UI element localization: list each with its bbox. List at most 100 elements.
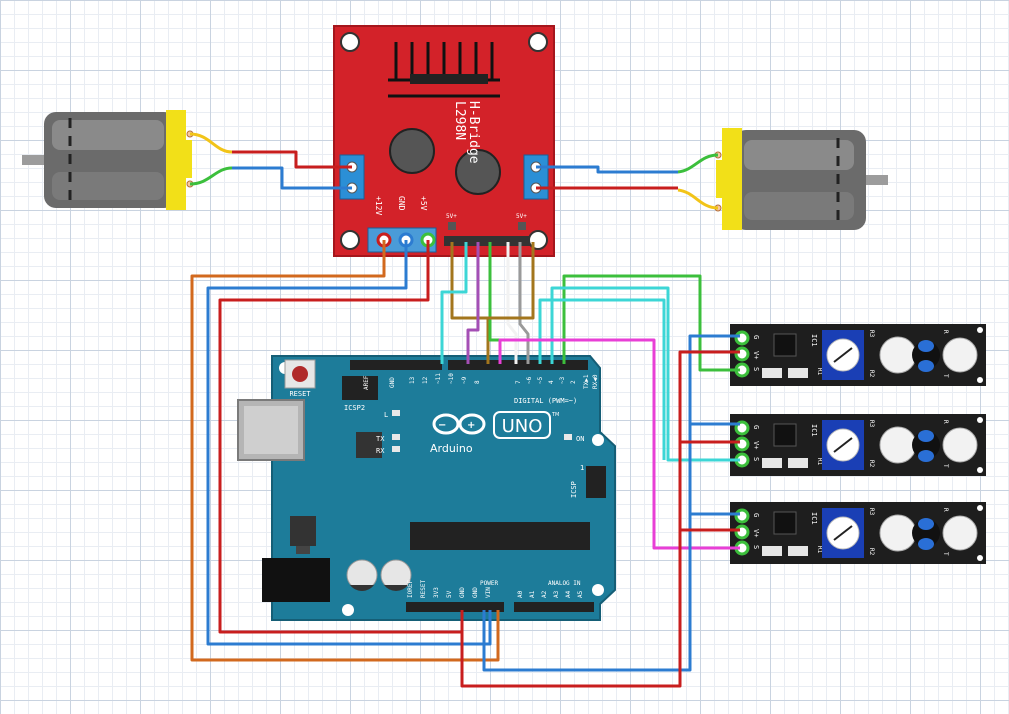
led-rx-label: RX	[376, 447, 385, 455]
arduino-board	[271, 355, 616, 621]
digital-header-left	[350, 360, 442, 370]
sensor-r-label: R	[942, 420, 949, 424]
wire-sensor-vcc-1	[460, 350, 740, 688]
analog-pin-label: A1	[529, 590, 536, 598]
sensor-pin	[734, 346, 750, 362]
pin-12v-label: +12V	[374, 196, 383, 215]
wire-sensor1-signal	[562, 274, 740, 372]
power-pin-label: RESET	[420, 580, 427, 598]
wire-12v	[190, 240, 500, 662]
sensor-r-label: R	[942, 330, 949, 334]
analog-pin-label: A0	[517, 590, 524, 598]
left-motor-shaft	[22, 155, 46, 165]
sensor-led-receiver	[879, 426, 917, 464]
wire-motor-a-2	[232, 166, 352, 190]
sensor-led-receiver	[879, 514, 917, 552]
sensor-led-receiver	[879, 336, 917, 374]
icsp2-label: ICSP2	[344, 404, 365, 412]
sensor-r2-label: R2	[868, 370, 875, 378]
wire-sensor2-signal-b	[538, 298, 666, 460]
pin-5v-label: +5V	[419, 196, 428, 211]
sensor-pin	[734, 524, 750, 540]
wire-sensor3-signal	[498, 338, 740, 550]
digital-label: DIGITAL (PWM=~)	[514, 397, 577, 405]
sensor-pin-label: S	[752, 545, 760, 549]
rx-pin-label: RX◀0	[592, 374, 599, 389]
right-motor	[677, 128, 888, 230]
sensor-chip	[773, 333, 797, 357]
analog-pin-label: A3	[553, 590, 560, 598]
sensor-led-emitter	[918, 340, 934, 352]
sensor-r1-label: R1	[816, 546, 823, 554]
wire-motor-a-1	[232, 150, 352, 169]
pin-gnd-label: GND	[397, 196, 406, 211]
wire-ena	[450, 242, 490, 364]
wire-in1	[440, 242, 468, 364]
sensor-t-label: T	[942, 552, 949, 556]
gnd-label: GND	[389, 377, 396, 388]
power-pin-label: GND	[472, 587, 479, 598]
left-motor	[22, 110, 233, 210]
svg-text:−: −	[438, 420, 446, 431]
hbridge-title: L298N	[452, 101, 467, 140]
sensor-r3-label: R3	[868, 508, 875, 516]
arduino-brand: Arduino	[430, 442, 473, 455]
digital-pin-label: ~5	[537, 376, 544, 384]
digital-pin-label: ~3	[559, 376, 566, 384]
capacitor-left	[389, 128, 435, 174]
sensor-pin-label: S	[752, 457, 760, 461]
sensor-pin	[734, 436, 750, 452]
uno-label: UNO	[502, 416, 543, 437]
reset-label: RESET	[289, 390, 311, 398]
sensor-t-label: T	[942, 374, 949, 378]
icsp-header	[586, 466, 606, 498]
analog-pin-label: A5	[577, 590, 584, 598]
capacitor-right	[455, 149, 501, 195]
power-pin-label: VIN	[485, 587, 492, 598]
power-jack	[262, 558, 330, 602]
en-left-label: 5V+	[446, 213, 457, 220]
sensor-r1-label: R1	[816, 458, 823, 466]
wire-sensor2-signal-a	[550, 286, 740, 462]
sensor-pin-label: G	[752, 425, 760, 429]
wire-gnd	[206, 240, 492, 646]
logic-header	[444, 236, 530, 246]
sensor-led-emitter	[918, 518, 934, 530]
right-motor-cap	[722, 128, 742, 230]
digital-pin-label: ~10	[448, 373, 455, 384]
sensor-pin-label: G	[752, 513, 760, 517]
power-pin-label: 5V	[446, 590, 453, 598]
wire-enb	[518, 242, 530, 364]
en-right-label: 5V+	[516, 213, 527, 220]
sensor-pin-label: V+	[752, 441, 760, 449]
digital-pin-label: 12	[422, 376, 429, 384]
digital-pin-label: ~6	[526, 376, 533, 384]
sensor-pin-label: V+	[752, 529, 760, 537]
sensor-ic-label: IC1	[810, 334, 818, 347]
sensor-t-label: T	[942, 464, 949, 468]
icsp-label: ICSP	[570, 481, 578, 498]
wire-in4	[506, 242, 518, 364]
digital-pin-label: ~11	[435, 373, 442, 384]
sensor-pin-label: G	[752, 335, 760, 339]
sensor-r1-label: R1	[816, 368, 823, 376]
wire-motor-b-1	[536, 165, 678, 174]
sensor-pin	[734, 508, 750, 524]
sensor-r3-label: R3	[868, 330, 875, 338]
power-pin-label: GND	[459, 587, 466, 598]
arduino-logo	[432, 413, 486, 435]
sensor-pin-label: S	[752, 367, 760, 371]
digital-pin-label: 13	[409, 376, 416, 384]
wire-in2	[466, 242, 480, 364]
sensor-r3-label: R3	[868, 420, 875, 428]
digital-pin-label: 8	[474, 380, 481, 384]
power-label: POWER	[480, 580, 498, 587]
digital-pin-label: 7	[515, 380, 522, 384]
left-motor-cap	[166, 110, 186, 210]
aref-label: AREF	[363, 375, 370, 390]
tx-pin-label: TX▶1	[583, 374, 590, 389]
